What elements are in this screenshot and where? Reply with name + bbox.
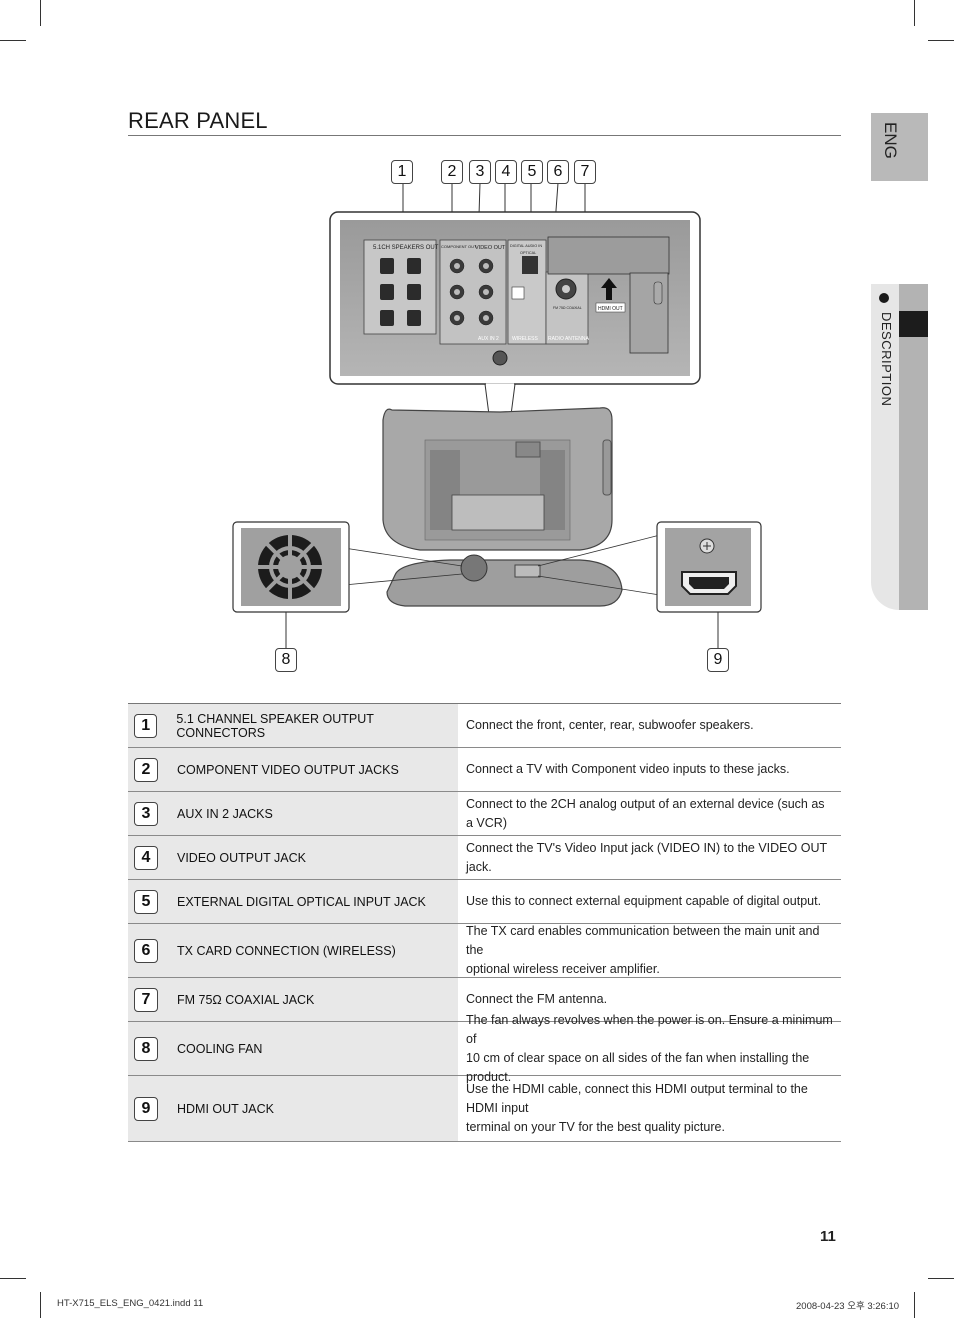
rear-panel-diagram: 5.1CH SPEAKERS OUT COMPONENT OUT VIDEO O… <box>232 182 762 648</box>
connector-description: Connect a TV with Component video inputs… <box>466 762 790 776</box>
row-number: 7 <box>134 987 158 1012</box>
callout-2: 2 <box>441 160 463 184</box>
connector-name: FM 75Ω COAXIAL JACK <box>177 992 315 1007</box>
row-number: 1 <box>134 713 158 738</box>
crop-mark <box>914 1292 915 1318</box>
panel-label-speakers: 5.1CH SPEAKERS OUT <box>373 245 439 251</box>
section-tab-marker <box>899 311 928 337</box>
crop-mark <box>928 1278 954 1279</box>
connector-description: Use the HDMI cable, connect this HDMI ou… <box>466 1082 808 1115</box>
row-number: 2 <box>134 757 158 782</box>
connector-name: COOLING FAN <box>177 1041 263 1056</box>
connector-name: 5.1 CHANNEL SPEAKER OUTPUT CONNECTORS <box>176 711 374 740</box>
tx-card-slot <box>547 236 670 275</box>
mount-screw <box>492 350 508 366</box>
page-number: 11 <box>820 1228 836 1245</box>
stand-base <box>386 559 623 607</box>
crop-mark <box>914 0 915 26</box>
title-divider <box>128 135 841 136</box>
footer-file-name: HT-X715_ELS_ENG_0421.indd 11 <box>57 1298 204 1309</box>
arrow-up-icon <box>601 278 617 300</box>
row-number: 5 <box>134 889 158 914</box>
connector-description: Connect the TV's Video Input jack (VIDEO… <box>466 840 827 874</box>
callout-4: 4 <box>495 160 517 184</box>
row-number: 3 <box>134 801 158 826</box>
callout-8: 8 <box>275 648 297 672</box>
footer-timestamp: 2008-04-23 오후 3:26:10 <box>796 1301 900 1312</box>
connector-name: HDMI OUT JACK <box>177 1101 274 1116</box>
crop-mark <box>928 40 954 41</box>
section-tab-strip <box>899 284 928 610</box>
panel-label-fm: FM 75Ω COAXIAL <box>553 306 582 310</box>
row-number: 4 <box>134 845 158 870</box>
crop-mark <box>0 40 26 41</box>
connector-description: The TX card enables communication betwee… <box>466 924 820 957</box>
speaker-terminals <box>380 258 421 326</box>
table-row: 5 EXTERNAL DIGITAL OPTICAL INPUT JACK Use… <box>128 880 841 924</box>
table-row: 8 COOLING FAN The fan always revolves whe… <box>128 1013 841 1084</box>
connector-table: 1 5.1 CHANNEL SPEAKER OUTPUT CONNECTORS C… <box>128 703 841 1142</box>
connector-description: Connect the front, center, rear, subwoof… <box>466 718 754 732</box>
optical-port <box>522 256 538 274</box>
vent-grill <box>430 450 565 530</box>
table-row: 9 HDMI OUT JACK Use the HDMI cable, conne… <box>128 1076 841 1142</box>
table-row: 4 VIDEO OUTPUT JACK Connect the TV's Vide… <box>128 836 841 880</box>
base-fan-icon <box>460 554 488 582</box>
bullet-icon <box>879 293 889 303</box>
crop-mark <box>0 1278 26 1279</box>
page-title: REAR PANEL <box>128 108 268 133</box>
callout-6: 6 <box>547 160 569 184</box>
table-row: 1 5.1 CHANNEL SPEAKER OUTPUT CONNECTORS C… <box>128 704 841 748</box>
panel-label-wireless: WIRELESS <box>512 336 539 342</box>
connector-description: 10 cm of clear space on all sides of the… <box>466 1050 810 1084</box>
row-number: 6 <box>134 938 158 963</box>
callout-1: 1 <box>391 160 413 184</box>
connector-name: VIDEO OUTPUT JACK <box>177 850 306 865</box>
speaker-terminal-block <box>363 239 437 335</box>
connector-description: Connect to the 2CH analog output of an e… <box>466 796 825 830</box>
connector-name: AUX IN 2 JACKS <box>177 806 273 821</box>
table-row: 7 FM 75Ω COAXIAL JACK Connect the FM ante… <box>128 978 841 1022</box>
panel-label-optical: OPTICAL <box>520 251 536 255</box>
panel-label-video-out: VIDEO OUT <box>475 245 506 251</box>
connector-description: terminal on your TV for the best quality… <box>466 1120 725 1134</box>
connector-description: optional wireless receiver amplifier. <box>466 962 660 976</box>
crop-mark <box>40 0 41 26</box>
callout-3: 3 <box>469 160 491 184</box>
table-row: 2 COMPONENT VIDEO OUTPUT JACKS Connect a … <box>128 748 841 792</box>
wireless-port <box>511 286 525 300</box>
connector-description: Use this to connect external equipment c… <box>466 894 822 908</box>
panel-label-hdmi: HDMI OUT <box>598 306 623 312</box>
crop-mark <box>40 1292 41 1318</box>
connector-description: Connect the FM antenna. <box>466 992 608 1006</box>
panel-label-digital: DIGITAL AUDIO IN <box>510 244 542 248</box>
callout-5: 5 <box>521 160 543 184</box>
language-tab <box>871 113 928 181</box>
connector-name: COMPONENT VIDEO OUTPUT JACKS <box>177 762 399 777</box>
panel-label-aux: AUX IN 2 <box>478 336 499 342</box>
unit-jack-panel <box>451 494 545 531</box>
panel-label-component: COMPONENT OUT <box>441 244 477 249</box>
table-row: 6 TX CARD CONNECTION (WIRELESS) The TX ca… <box>128 924 841 978</box>
callout-7: 7 <box>574 160 596 184</box>
row-number: 9 <box>134 1096 158 1121</box>
row-number: 8 <box>134 1036 158 1061</box>
connector-name: TX CARD CONNECTION (WIRELESS) <box>177 943 396 958</box>
table-row: 3 AUX IN 2 JACKS Connect to the 2CH analo… <box>128 792 841 836</box>
connector-description: The fan always revolves when the power i… <box>466 1012 833 1046</box>
callout-9: 9 <box>707 648 729 672</box>
panel-label-antenna: RADIO ANTENNA <box>548 336 590 342</box>
connector-name: EXTERNAL DIGITAL OPTICAL INPUT JACK <box>177 894 426 909</box>
